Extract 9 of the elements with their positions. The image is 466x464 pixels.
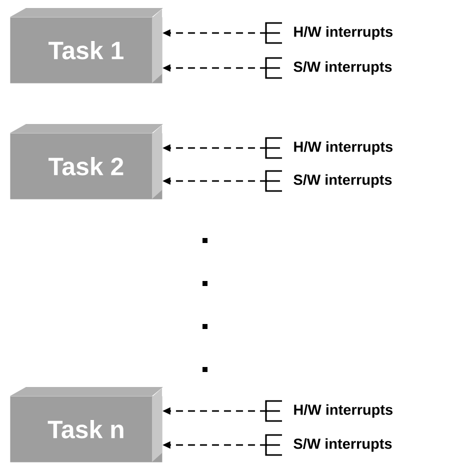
task-box: Task 1 [10,8,163,84]
task-box: Task n [10,387,163,462]
interrupt-label: S/W interrupts [294,438,392,452]
task-box: Task 2 [10,124,163,200]
interrupt-label: H/W interrupts [294,404,392,418]
interrupt-label: H/W interrupts [294,141,392,155]
interrupt-label: H/W interrupts [294,26,392,40]
interrupt-label: S/W interrupts [294,61,392,75]
interrupt-label: S/W interrupts [294,174,392,188]
